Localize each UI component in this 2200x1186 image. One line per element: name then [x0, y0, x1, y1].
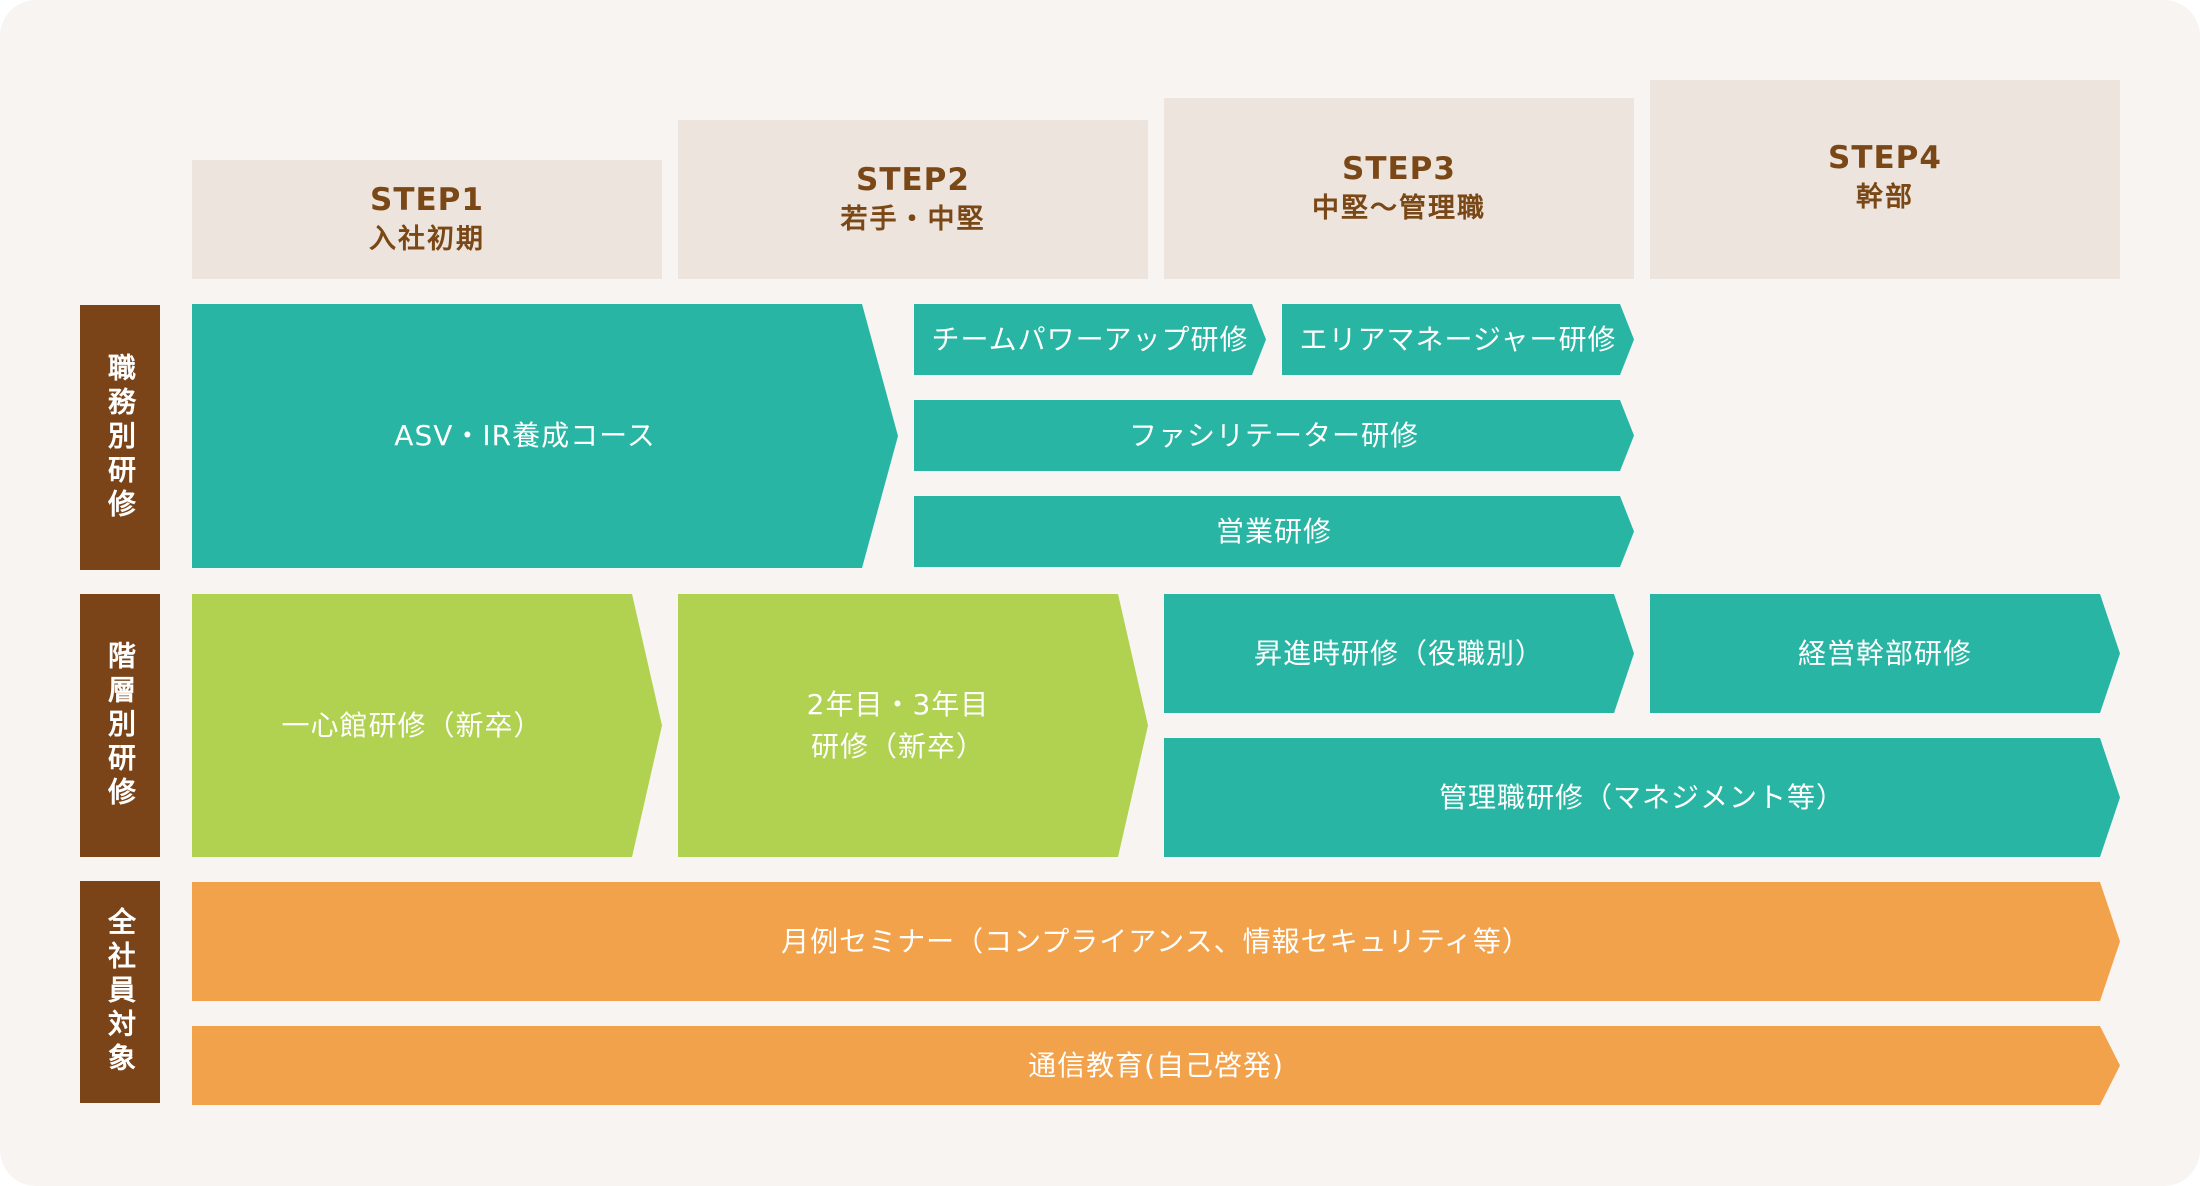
sales-training: 営業研修	[914, 496, 1634, 567]
facilitator-training: ファシリテーター研修	[914, 400, 1634, 471]
step2-sublabel: 若手・中堅	[840, 204, 986, 236]
year2-3-training: 2年目・3年目 研修（新卒）	[678, 594, 1148, 857]
step3-header: STEP3 中堅～管理職	[1164, 98, 1634, 279]
team-power-up-training: チームパワーアップ研修	[914, 304, 1266, 375]
asv-ir-course-label: ASV・IR養成コース	[394, 419, 656, 452]
asv-ir-course: ASV・IR養成コース	[192, 304, 898, 568]
area-manager-training: エリアマネージャー研修	[1282, 304, 1634, 375]
monthly-seminar-label: 月例セミナー（コンプライアンス、情報セキュリティ等）	[781, 924, 1531, 958]
correspondence-label: 通信教育(自己啓発)	[1028, 1048, 1284, 1082]
area-manager-label: エリアマネージャー研修	[1299, 322, 1617, 356]
manager-label: 管理職研修（マネジメント等）	[1438, 780, 1845, 814]
team-power-up-label: チームパワーアップ研修	[931, 322, 1249, 356]
step1-sublabel: 入社初期	[369, 224, 485, 256]
executive-training: 経営幹部研修	[1650, 594, 2120, 713]
sales-label: 営業研修	[1215, 514, 1332, 548]
step1-header: STEP1 入社初期	[192, 160, 662, 279]
step4-sublabel: 幹部	[1856, 181, 1914, 213]
step4-label: STEP4	[1828, 140, 1942, 176]
monthly-seminar: 月例セミナー（コンプライアンス、情報セキュリティ等）	[192, 882, 2120, 1001]
isshinkan-training: 一心館研修（新卒）	[192, 594, 662, 857]
manager-training: 管理職研修（マネジメント等）	[1164, 738, 2120, 857]
category-level-training: 階層別研修	[80, 594, 160, 857]
step1-label: STEP1	[370, 182, 484, 219]
year2-3-label-line1: 2年目・3年目	[806, 687, 990, 721]
year2-3-label-line2: 研修（新卒）	[810, 729, 985, 763]
step3-label: STEP3	[1342, 151, 1456, 188]
step2-label: STEP2	[856, 162, 970, 199]
step4-header: STEP4 幹部	[1650, 80, 2120, 279]
isshinkan-label: 一心館研修（新卒）	[281, 708, 543, 742]
facilitator-label: ファシリテーター研修	[1128, 418, 1419, 452]
correspondence-education: 通信教育(自己啓発)	[192, 1026, 2120, 1105]
promotion-label: 昇進時研修（役職別）	[1253, 636, 1544, 670]
step3-sublabel: 中堅～管理職	[1312, 193, 1486, 225]
step2-header: STEP2 若手・中堅	[678, 120, 1148, 279]
category-all-employees: 全社員対象	[80, 881, 160, 1103]
category-job-training: 職務別研修	[80, 305, 160, 570]
executive-label: 経営幹部研修	[1797, 636, 1972, 670]
promotion-training: 昇進時研修（役職別）	[1164, 594, 1634, 713]
